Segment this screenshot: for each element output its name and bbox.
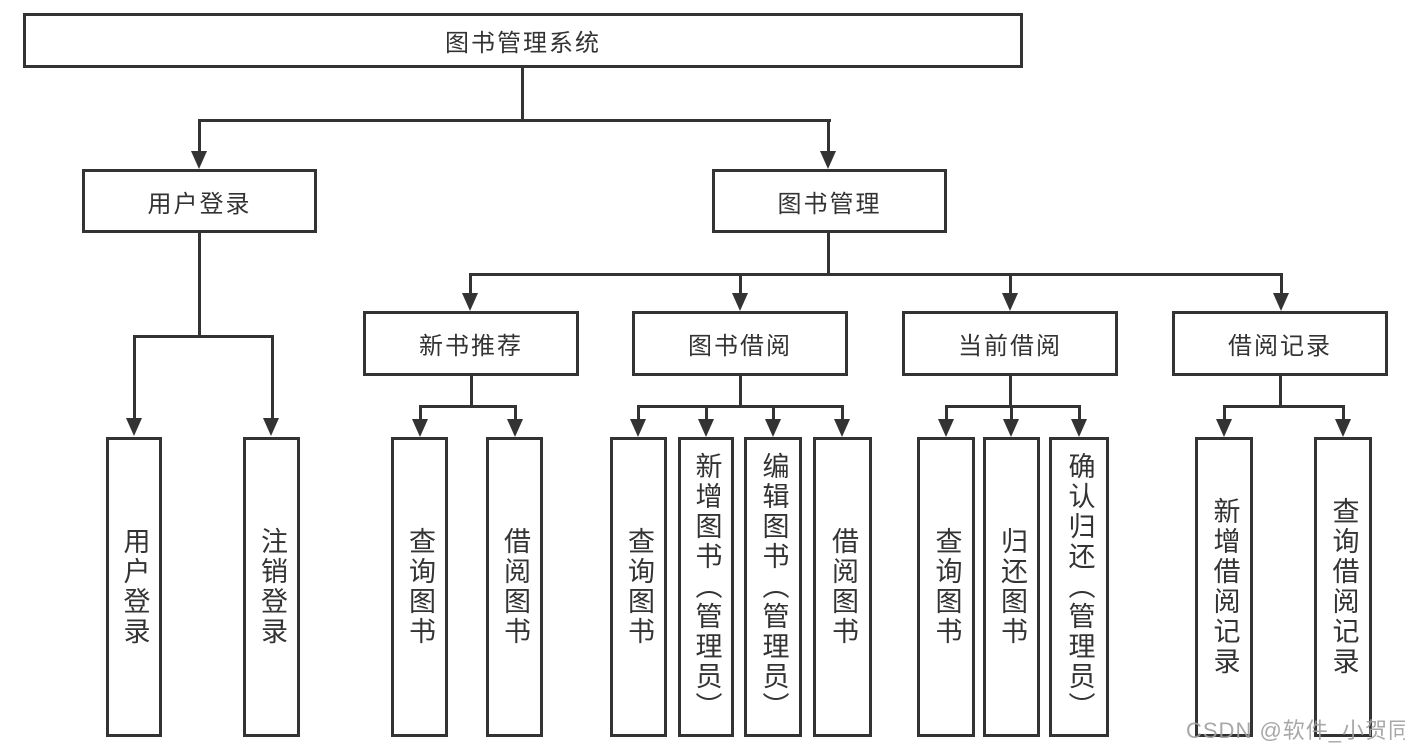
connector-line [827,231,830,275]
connector-line [469,273,472,295]
node-label: 新增图书（管理员） [691,452,722,722]
connector-line [133,335,136,419]
leaf-records-add-borrow-record: 新增借阅记录 [1195,437,1253,737]
connector-line [198,119,201,152]
leaf-borrowing-query-books: 查询图书 [610,437,667,737]
node-book-borrowing: 图书借阅 [632,311,848,376]
connector-line [1078,405,1081,421]
leaf-logout: 注销登录 [243,437,300,737]
node-new-book-recommendation: 新书推荐 [363,311,579,376]
arrowhead-down [191,151,207,169]
arrowhead-down [462,293,478,311]
arrowhead-down [1071,419,1087,437]
connector-line [514,405,517,421]
node-label: 新增借阅记录 [1209,497,1240,677]
node-label: 用户登录 [119,527,150,647]
arrowhead-down [1216,419,1232,437]
arrowhead-down [630,419,646,437]
node-label: 确认归还（管理员） [1064,452,1095,722]
connector-line [1279,374,1282,407]
connector-line [469,273,1282,276]
connector-line [637,405,844,408]
arrowhead-down [834,419,850,437]
connector-line [739,374,742,407]
connector-line [1009,374,1012,407]
connector-line [841,405,844,421]
connector-line [271,335,274,419]
arrowhead-down [507,419,523,437]
node-current-borrowing: 当前借阅 [902,311,1118,376]
node-label: 图书借阅 [688,333,792,360]
arrowhead-down [1335,419,1351,437]
connector-line [637,405,640,421]
node-user-login: 用户登录 [82,169,317,233]
connector-line [739,273,742,295]
arrowhead-down [126,418,142,436]
node-book-management: 图书管理 [712,169,947,233]
leaf-recommend-borrow-books: 借阅图书 [486,437,543,737]
node-label: 查询图书 [931,527,962,647]
node-label: 归还图书 [997,527,1027,647]
arrowhead-down [1273,293,1289,311]
node-label: 借阅图书 [828,527,858,647]
csdn-watermark: CSDN @软件_小贺同学 [1186,718,1405,743]
arrowhead-down [765,419,781,437]
arrowhead-down [938,419,954,437]
leaf-current-confirm-return-admin: 确认归还（管理员） [1049,437,1109,737]
node-label: 图书管理系统 [445,30,601,57]
connector-line [705,405,708,421]
node-borrowing-records: 借阅记录 [1172,311,1388,376]
arrowhead-down [412,419,428,437]
node-label: 借阅图书 [500,527,530,647]
node-label: 查询图书 [405,527,435,647]
arrowhead-down [263,418,279,436]
node-label: 用户登录 [147,190,252,218]
connector-line [521,66,524,121]
connector-line [772,405,775,421]
connector-line [1223,405,1344,408]
connector-line [419,405,517,408]
node-label: 当前借阅 [958,333,1062,360]
arrowhead-down [1003,419,1019,437]
connector-line [1223,405,1226,421]
connector-line [1009,273,1012,295]
leaf-borrowing-borrow-books: 借阅图书 [813,437,872,737]
node-label: 图书管理 [777,190,882,218]
leaf-borrowing-edit-books-admin: 编辑图书（管理员） [744,437,802,737]
connector-line [133,335,274,338]
connector-line [198,119,831,122]
arrowhead-down [732,293,748,311]
node-label: 注销登录 [257,527,287,647]
node-label: 查询图书 [624,527,654,647]
leaf-current-return-books: 归还图书 [983,437,1040,737]
leaf-current-query-books: 查询图书 [917,437,975,737]
connector-line [198,231,201,338]
leaf-user-login: 用户登录 [106,437,162,737]
node-label: 借阅记录 [1228,333,1332,360]
connector-line [419,405,422,421]
connector-line [945,405,948,421]
arrowhead-down [1002,293,1018,311]
leaf-records-query-borrow-record: 查询借阅记录 [1314,437,1372,737]
arrowhead-down [820,151,836,169]
connector-line [1280,273,1283,295]
node-label: 查询借阅记录 [1328,497,1359,677]
connector-line [827,119,830,152]
leaf-recommend-query-books: 查询图书 [391,437,448,737]
node-label: 编辑图书（管理员） [758,452,789,722]
connector-line [470,374,473,407]
leaf-borrowing-add-books-admin: 新增图书（管理员） [678,437,734,737]
node-label: 新书推荐 [419,333,523,360]
connector-line [1342,405,1345,421]
node-library-system: 图书管理系统 [23,13,1023,68]
connector-line [1010,405,1013,421]
arrowhead-down [698,419,714,437]
